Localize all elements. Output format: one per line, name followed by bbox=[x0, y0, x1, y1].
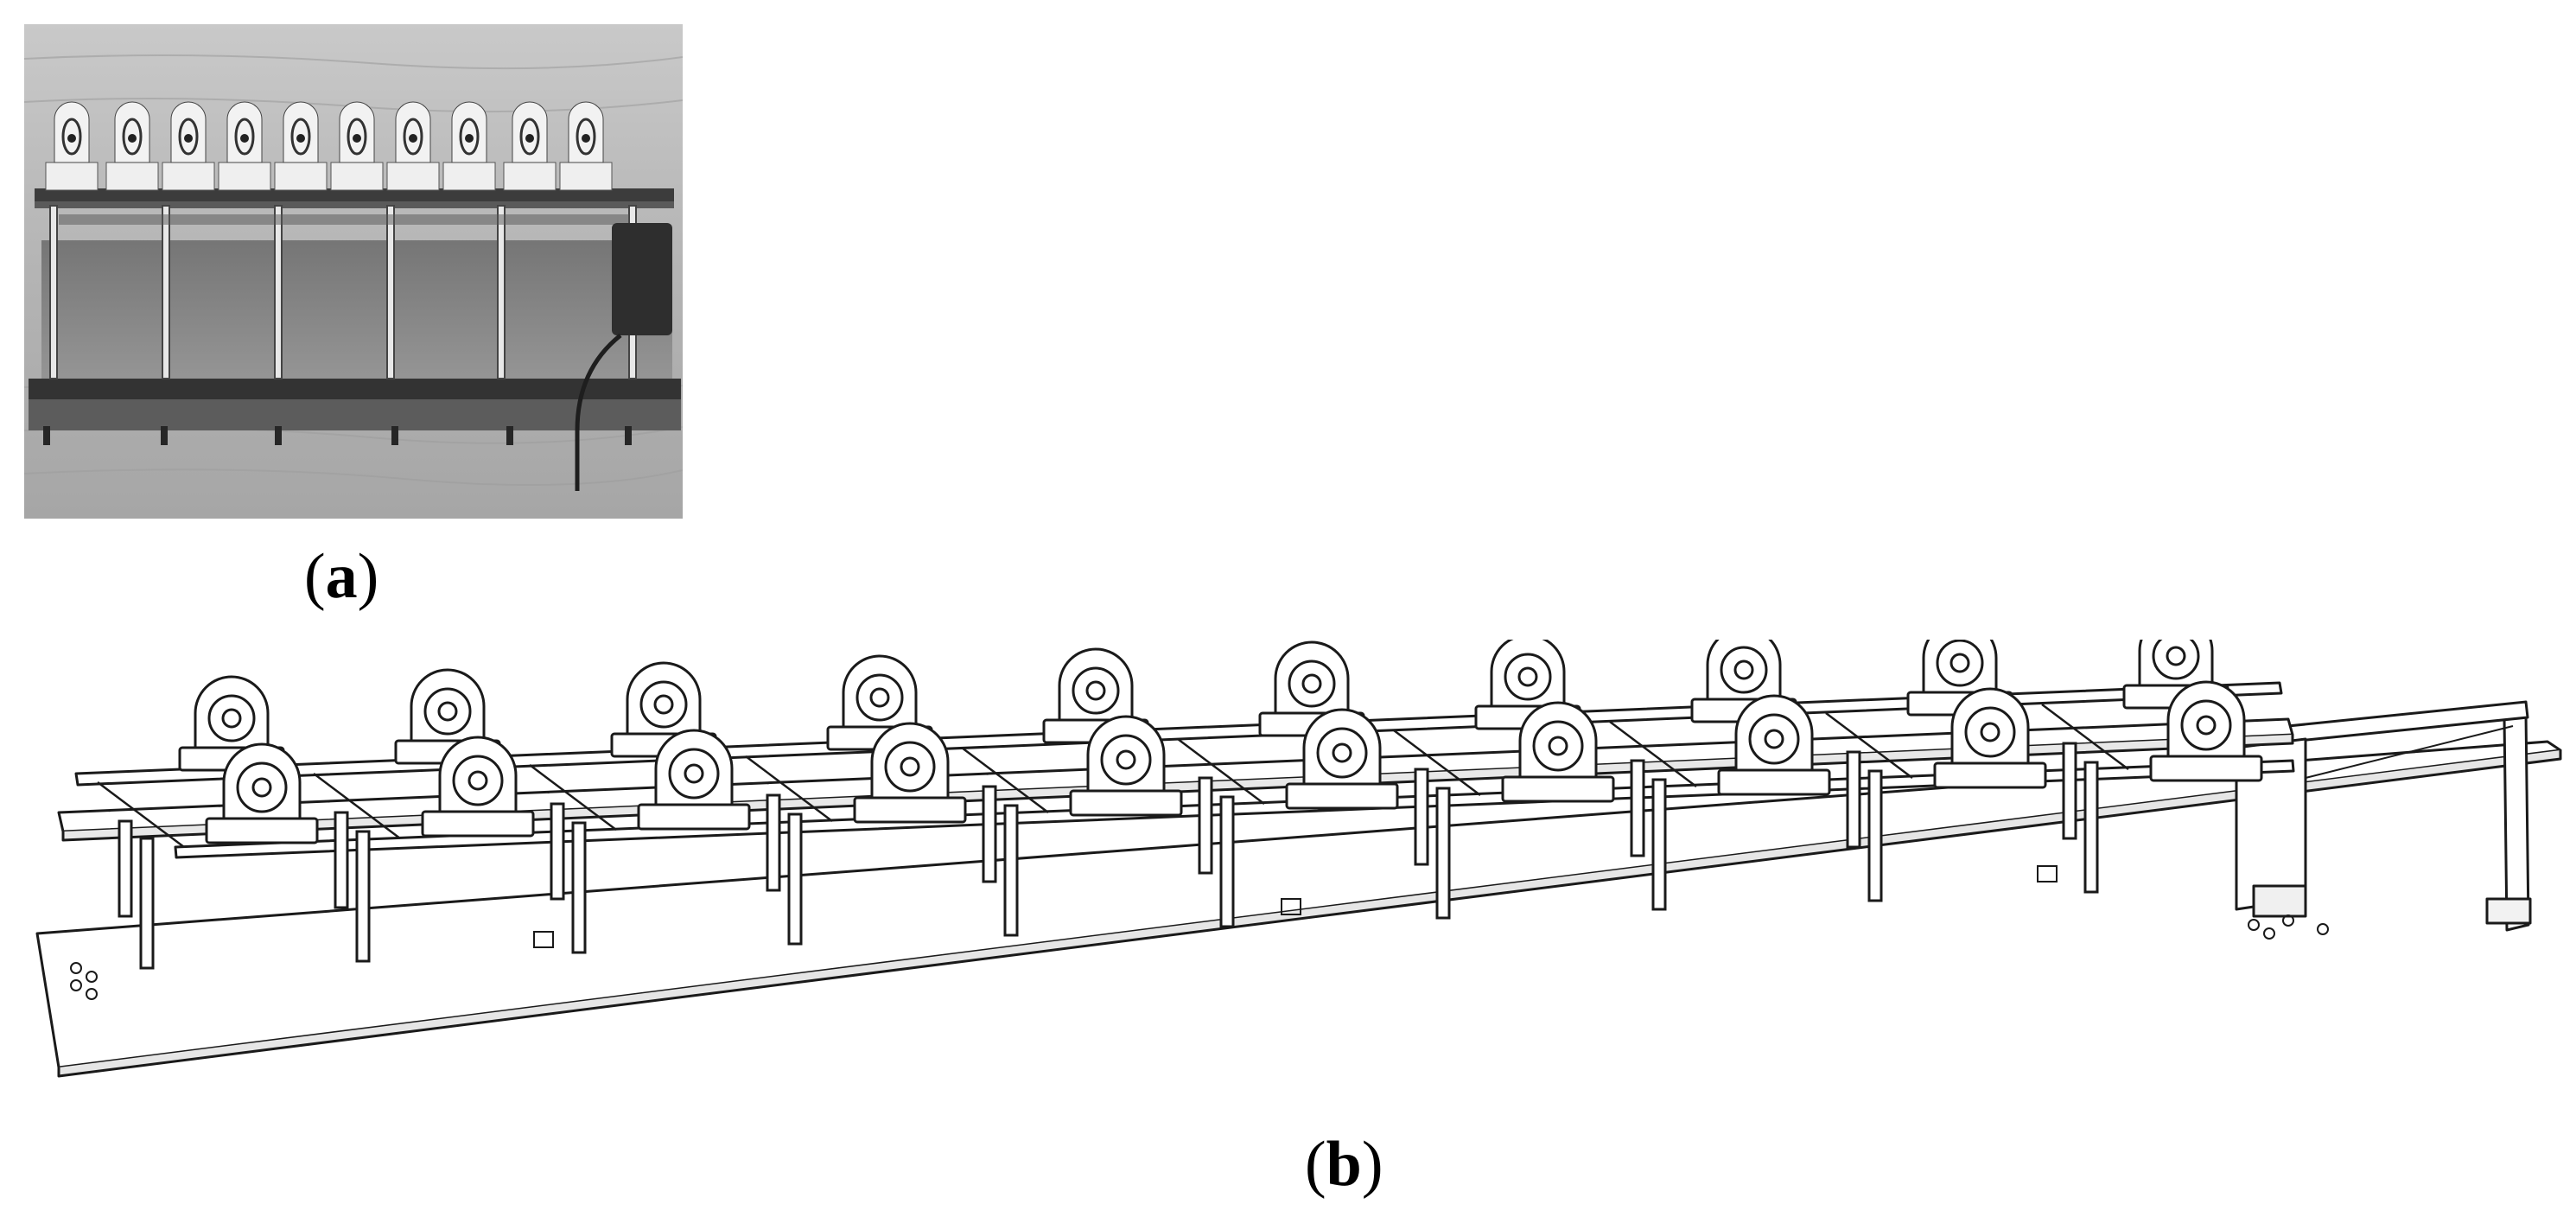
prototype-photo bbox=[24, 24, 683, 519]
roller-units bbox=[45, 101, 613, 191]
cross-frames bbox=[97, 704, 2129, 848]
front-roller-row bbox=[205, 680, 2263, 844]
support-legs bbox=[118, 742, 2099, 970]
panel-b-caption: (b) bbox=[1305, 1129, 1383, 1200]
motor-cable bbox=[575, 334, 622, 491]
base-holes bbox=[70, 865, 2329, 1000]
panel-a-caption: (a) bbox=[304, 541, 379, 612]
cad-drawing bbox=[35, 640, 2562, 1078]
rod-bolts bbox=[59, 214, 629, 225]
right-upright bbox=[2503, 711, 2530, 932]
motor-box bbox=[612, 223, 672, 335]
tie-bar bbox=[2269, 700, 2529, 745]
bottom-rail bbox=[29, 379, 681, 401]
bottom-hooks bbox=[43, 426, 632, 445]
